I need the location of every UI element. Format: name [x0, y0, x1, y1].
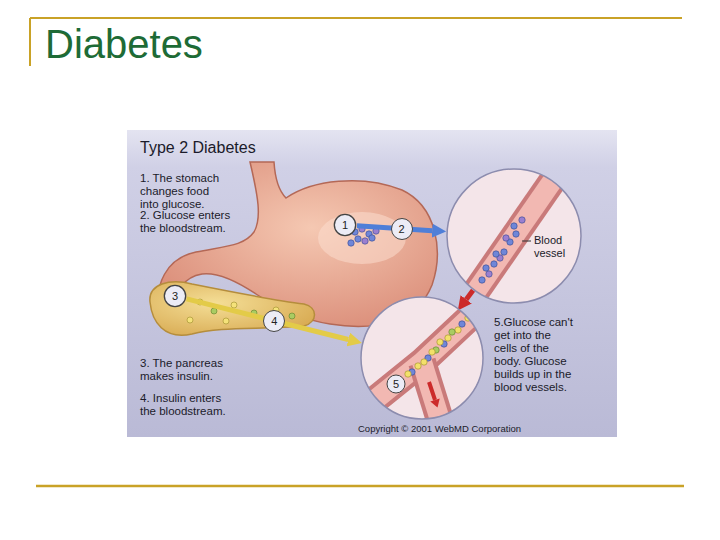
callout-number: 2: [391, 218, 413, 240]
insulin-dot: [421, 359, 427, 365]
glucose-dot: [348, 240, 354, 246]
stomach-highlight: [318, 212, 406, 264]
glucose-dot: [503, 235, 509, 241]
callout-number: 1: [333, 213, 357, 237]
gold-rule: [36, 485, 684, 488]
magnifier-circle: Blood vessel: [446, 168, 582, 304]
magnifier-outline: [360, 296, 484, 420]
glucose-dot: [486, 271, 492, 277]
callout-marker: 3: [163, 284, 187, 308]
vessel-lumen: [422, 362, 440, 420]
blood-flow-arrow: [430, 398, 439, 407]
flow-arrow: [466, 290, 473, 299]
image-panel: [127, 130, 617, 437]
vessel-label: Blood vessel: [534, 234, 572, 260]
flow-arrow: [187, 299, 349, 340]
insulin-dot: [455, 327, 461, 333]
panel-heading: Type 2 Diabetes: [140, 138, 360, 157]
step-text: 2. Glucose enters the bloodstream.: [140, 209, 238, 235]
step-text: 4. Insulin enters the bloodstream.: [140, 392, 238, 418]
magnified-view: [360, 304, 484, 420]
callout-number: 3: [163, 284, 187, 308]
insulin-dot: [223, 318, 229, 324]
glucose-dot: [483, 265, 489, 271]
blood-flow-arrow: [429, 382, 435, 400]
circle-fill: [361, 297, 483, 419]
insulin-dot: [437, 339, 443, 345]
gold-rule: [30, 17, 682, 19]
glucose-dot: [369, 235, 375, 241]
insulin-dot: [211, 308, 217, 314]
circle-outline: [361, 297, 483, 419]
insulin-dot: [415, 363, 421, 369]
glucose-dot: [491, 261, 497, 267]
glucose-dot: [511, 223, 517, 229]
leader-line: [522, 241, 531, 242]
insulin-dot: [449, 329, 455, 335]
insulin-dot: [231, 302, 237, 308]
illustration-panel: Type 2 Diabetes 1. The stomach changes fo…: [127, 130, 617, 437]
vessel-wall: [422, 362, 440, 420]
circle-fill: [447, 169, 581, 303]
glucose-dot: [459, 321, 465, 327]
callout-number: 5: [387, 375, 405, 393]
glucose-dot: [362, 238, 368, 244]
step-text: 5.Glucose can't get into the cells of th…: [494, 316, 576, 394]
insulin-dot: [445, 335, 451, 341]
glucose-dot: [355, 236, 361, 242]
slide-title: Diabetes: [45, 21, 203, 67]
glucose-dot: [479, 277, 485, 283]
copyright-note: Copyright © 2001 WebMD Corporation: [358, 423, 608, 434]
insulin-dot: [405, 371, 411, 377]
glucose-dot: [519, 217, 525, 223]
insulin-dot: [289, 313, 295, 319]
insulin-dot: [187, 317, 193, 323]
insulin-dot: [429, 349, 435, 355]
magnifier-circle: 5: [360, 296, 484, 420]
step-text: 3. The pancreas makes insulin.: [140, 357, 238, 383]
glucose-dot: [513, 231, 519, 237]
callout-number: 4: [263, 310, 285, 332]
callout-marker: 1: [333, 213, 357, 237]
glucose-dot: [493, 251, 499, 257]
callout-circle: [387, 375, 405, 393]
circle-outline: [447, 169, 581, 303]
glucose-dot: [501, 249, 507, 255]
step-text: 1. The stomach changes food into glucose…: [140, 172, 228, 211]
gold-rule: [29, 18, 31, 66]
